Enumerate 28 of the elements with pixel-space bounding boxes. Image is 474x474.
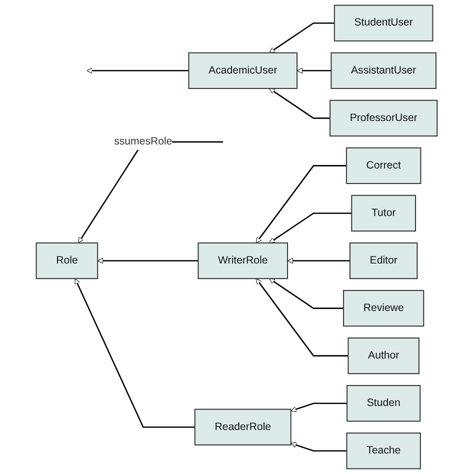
arrow <box>256 165 347 244</box>
arrow <box>269 278 344 309</box>
arrow <box>288 258 350 264</box>
node-box: Reviewe <box>343 290 424 327</box>
node-box: Teache <box>346 432 422 470</box>
arrow <box>297 68 332 74</box>
node-box: WriterRole <box>198 242 288 280</box>
arrow <box>269 88 330 119</box>
node-box: StudentUser <box>334 4 434 42</box>
arrow <box>290 402 348 412</box>
node-box: Role <box>36 242 98 280</box>
arrow <box>290 442 348 452</box>
node-box: Tutor <box>351 194 416 232</box>
node-box: Studen <box>346 385 421 422</box>
arrow <box>98 258 198 264</box>
node-box: ReaderRole <box>194 408 292 446</box>
arrow <box>269 212 352 244</box>
node-box: AcademicUser <box>188 52 298 89</box>
arrow <box>256 278 348 356</box>
arrow <box>269 22 335 54</box>
node-box: Author <box>348 338 420 374</box>
edge-label: ssumesRole <box>114 136 173 148</box>
node-box: ProfessorUser <box>330 100 438 136</box>
node-box: Correct <box>346 147 422 184</box>
node-box: AssistantUser <box>330 52 437 89</box>
arrow <box>86 68 190 74</box>
node-box: Editor <box>350 242 418 280</box>
arrow <box>74 278 196 428</box>
